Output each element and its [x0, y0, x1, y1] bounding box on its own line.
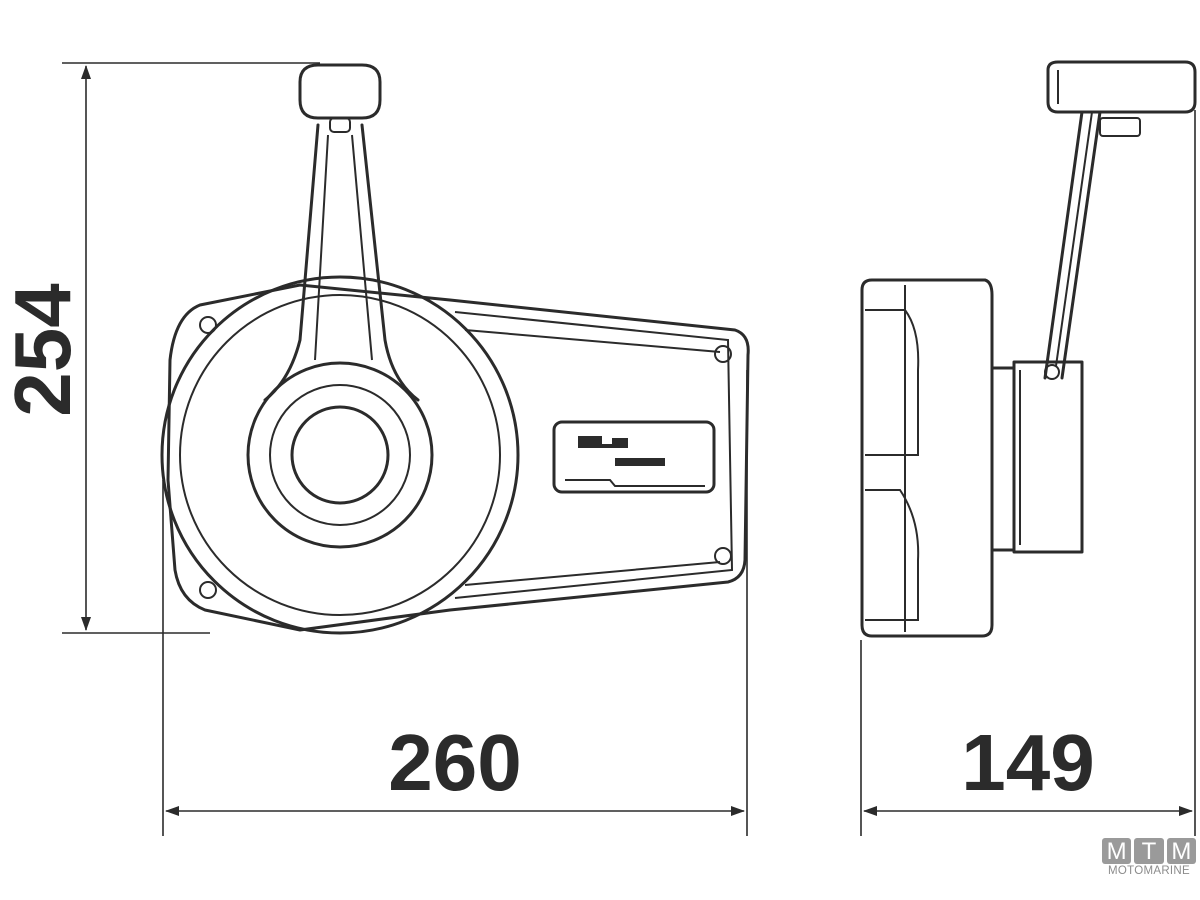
- height-dimension: 254: [0, 62, 320, 634]
- logo-letter: T: [1134, 838, 1164, 865]
- logo-letter: M: [1166, 838, 1196, 865]
- side-view: [860, 60, 1197, 638]
- height-label: 254: [0, 283, 87, 417]
- screw-icons: [199, 316, 732, 599]
- logo-name: MOTOMARINE: [1107, 865, 1190, 877]
- width-dimension: 260: [162, 370, 748, 836]
- depth-dimension: 149: [860, 110, 1196, 836]
- depth-label: 149: [961, 718, 1094, 807]
- front-view: [160, 63, 750, 635]
- logo-letter: M: [1102, 838, 1132, 865]
- brand-plate: [552, 420, 716, 494]
- motomarine-watermark-logo: M T M MOTOMARINE: [1102, 838, 1196, 877]
- width-label: 260: [388, 718, 521, 807]
